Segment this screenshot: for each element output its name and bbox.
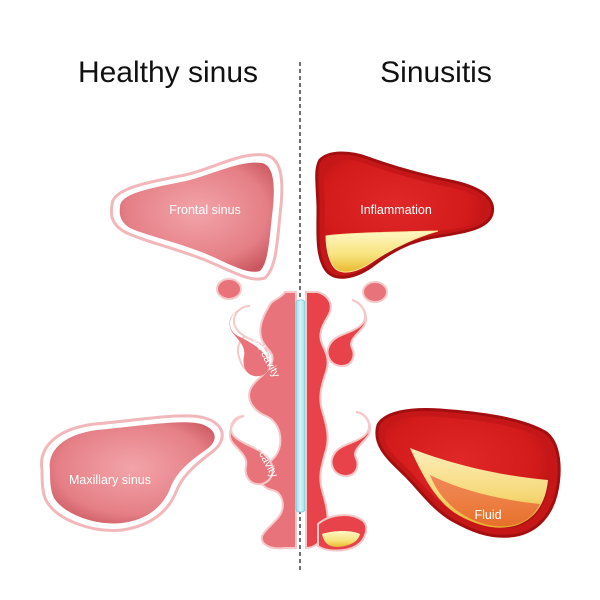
healthy-sinus-title: Healthy sinus [78,56,258,89]
maxillary-sinus-label: Maxillary sinus [69,473,151,487]
nasal-septum [295,299,306,513]
inflamed-nasal-cavity [305,291,372,552]
inflamed-frontal-sinus: Inflammation [315,151,495,279]
frontal-sinus-label: Frontal sinus [169,203,241,217]
inflamed-small-lobe [362,281,388,303]
inflammation-label: Inflammation [360,203,432,217]
fluid-label: Fluid [474,508,501,522]
healthy-small-lobe [216,278,242,300]
healthy-nasal-cavity: Nasal cavity Nasal cavity [228,291,297,550]
healthy-frontal-sinus: Frontal sinus [109,153,284,281]
inflamed-maxillary-sinus: Fluid [375,408,561,538]
sinusitis-title: Sinusitis [380,56,492,89]
healthy-maxillary-sinus: Maxillary sinus [40,414,224,532]
